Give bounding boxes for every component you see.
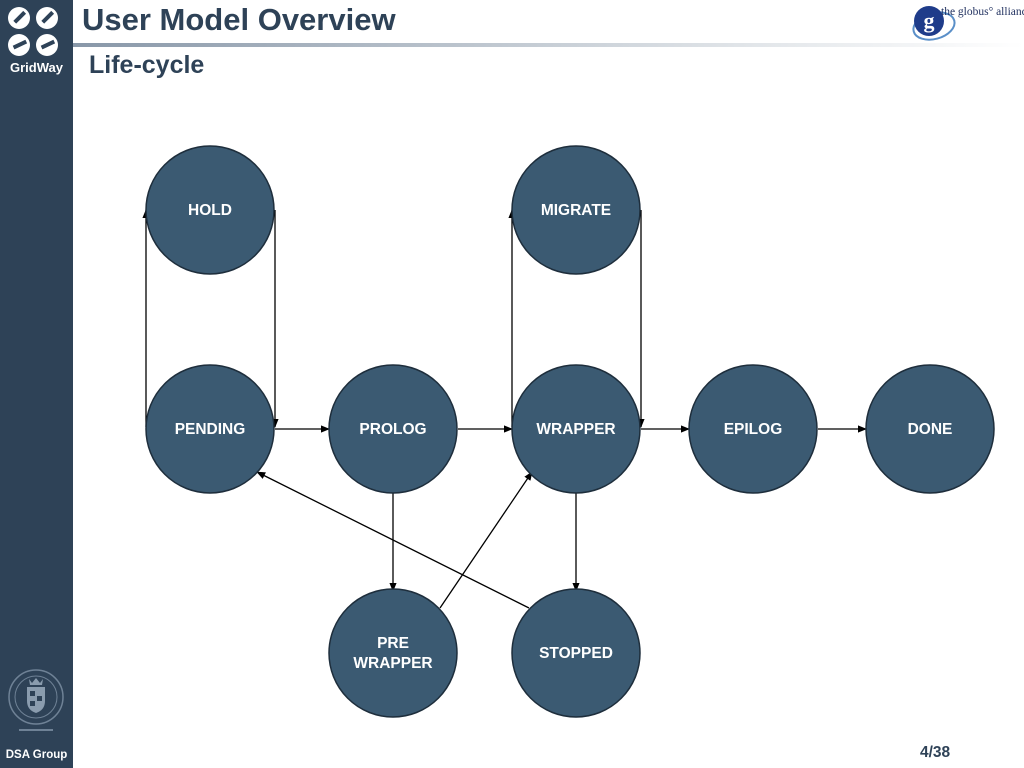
edge-prewrapper-wrapper xyxy=(439,471,533,609)
state-wrapper: WRAPPER xyxy=(511,364,641,494)
globus-alliance-text: the globus° alliance xyxy=(941,6,1024,18)
state-hold: HOLD xyxy=(145,145,275,275)
gridway-logo-text: GridWay xyxy=(10,60,63,75)
gridway-logo: GridWay xyxy=(0,0,73,82)
state-done-label: DONE xyxy=(908,421,953,438)
title-rule xyxy=(73,43,1024,47)
state-wrapper-label: WRAPPER xyxy=(536,421,615,438)
page-number: 4/38 xyxy=(920,744,951,761)
state-stopped-label: STOPPED xyxy=(539,645,613,662)
dsa-group-label: DSA Group xyxy=(5,749,68,761)
globus-alliance-logo-icon: g xyxy=(912,6,956,41)
state-prolog: PROLOG xyxy=(328,364,458,494)
university-seal-icon xyxy=(8,669,64,731)
state-epilog-label: EPILOG xyxy=(724,421,783,438)
svg-text:g: g xyxy=(924,8,935,33)
state-migrate: MIGRATE xyxy=(511,145,641,275)
state-pending: PENDING xyxy=(145,364,275,494)
page-title: User Model Overview xyxy=(82,2,396,37)
sidebar: GridWay DSA Group xyxy=(0,0,73,768)
state-prewrapper-label-line1: PRE xyxy=(377,635,409,652)
state-pending-label: PENDING xyxy=(175,421,246,438)
state-prewrapper: PRE WRAPPER xyxy=(328,588,458,718)
state-epilog: EPILOG xyxy=(688,364,818,494)
state-hold-label: HOLD xyxy=(188,202,232,219)
state-done: DONE xyxy=(865,364,995,494)
state-prolog-label: PROLOG xyxy=(359,421,426,438)
state-stopped: STOPPED xyxy=(511,588,641,718)
page-subtitle: Life-cycle xyxy=(89,51,205,79)
state-prewrapper-label-line2: WRAPPER xyxy=(353,655,432,672)
state-migrate-label: MIGRATE xyxy=(541,202,611,219)
edge-stopped-pending xyxy=(256,471,530,609)
gridway-logo-icon xyxy=(8,7,58,56)
